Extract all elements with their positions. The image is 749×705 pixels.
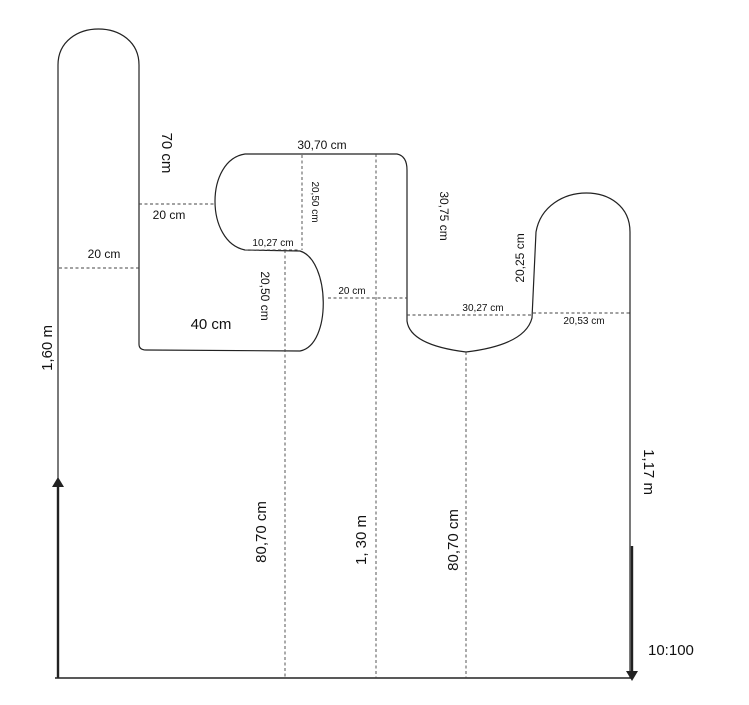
label-height-right: 1,17 m [640,449,657,495]
label-right-finger-height: 20,25 cm [513,233,527,282]
label-finger1-gap: 20 cm [153,208,186,222]
label-lobe-upper-height: 20,50 cm [309,181,320,222]
pattern-outline [57,28,631,678]
label-finger1-height: 70 cm [158,133,175,174]
label-finger1-width: 20 cm [88,247,121,261]
label-lobe-lower-height: 20,50 cm [258,271,272,320]
label-lobe-top-width: 30,70 cm [297,138,346,152]
label-scale: 10:100 [648,642,694,659]
label-center-height: 1, 30 m [353,515,370,565]
label-drop-height: 30,75 cm [437,191,451,240]
label-height-left: 1,60 m [39,325,56,371]
label-bottom-span: 40 cm [191,316,232,333]
label-right-finger-width: 20,53 cm [563,316,604,327]
label-lobe-neck: 10,27 cm [252,238,293,249]
label-u-width: 30,27 cm [462,303,503,314]
label-left-post: 80,70 cm [253,501,270,563]
label-right-post: 80,70 cm [445,509,462,571]
label-mid-gap: 20 cm [338,286,365,297]
